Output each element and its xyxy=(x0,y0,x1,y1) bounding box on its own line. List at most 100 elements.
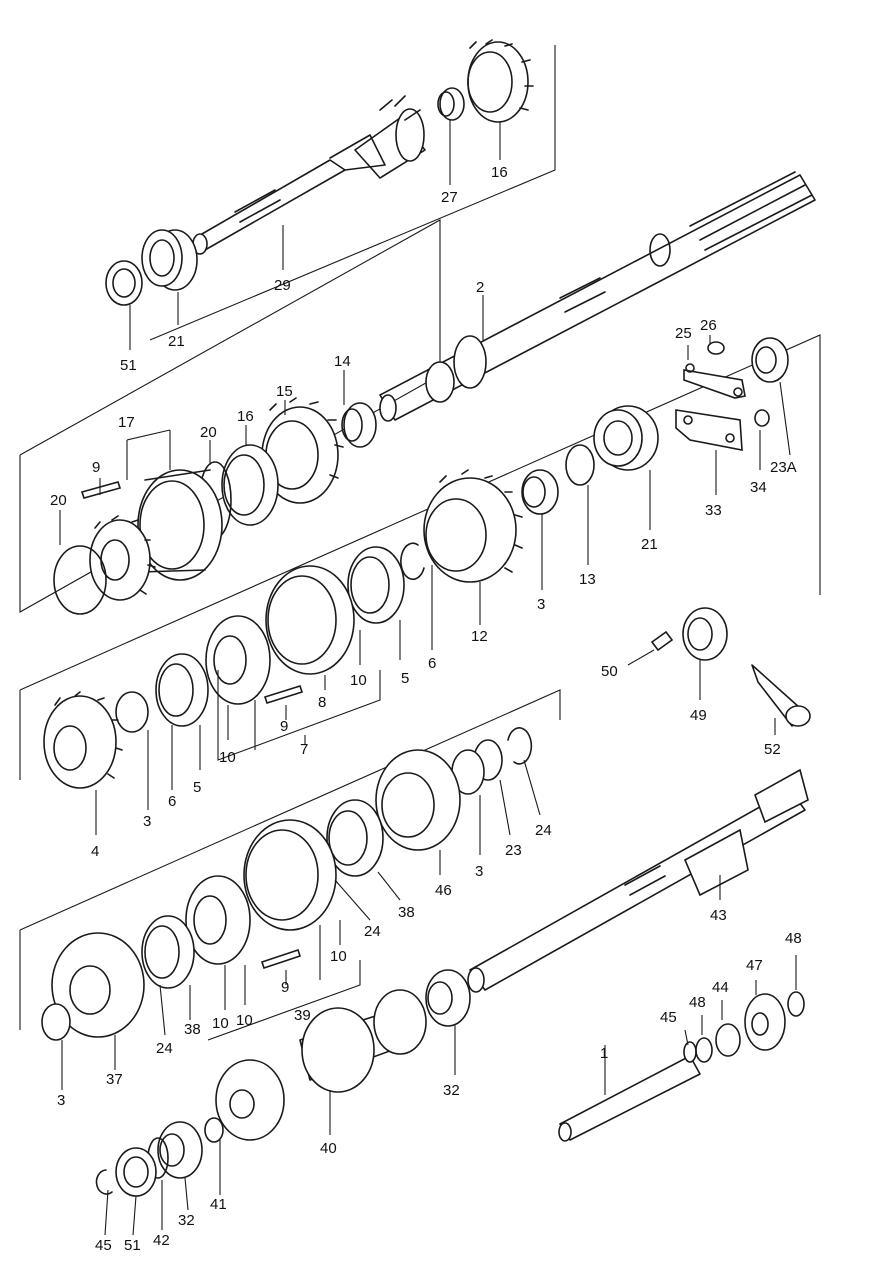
label-part-33: 33 xyxy=(705,502,722,519)
part-gear-47 xyxy=(744,993,786,1051)
part-pinion-52 xyxy=(751,664,811,727)
part-plate-33 xyxy=(675,409,743,451)
part-sleeve-39 xyxy=(243,819,337,931)
part-input-shaft-29 xyxy=(192,95,426,255)
label-part-9-lower: 9 xyxy=(281,979,289,996)
part-spring-34 xyxy=(754,409,770,427)
label-part-42: 42 xyxy=(153,1232,170,1249)
part-needle-3-middle xyxy=(115,691,149,733)
part-washer-48-left xyxy=(695,1037,713,1063)
label-part-47: 47 xyxy=(746,957,763,974)
label-part-44: 44 xyxy=(712,979,729,996)
part-sleeve-17 xyxy=(137,469,223,581)
part-needle-27 xyxy=(437,87,465,121)
label-part-3-bottom: 3 xyxy=(57,1092,65,1109)
part-needle-3-bottom xyxy=(41,1003,71,1041)
label-part-6-upper: 6 xyxy=(428,655,436,672)
label-part-14: 14 xyxy=(334,353,351,370)
label-part-25: 25 xyxy=(675,325,692,342)
label-part-24-middle: 24 xyxy=(364,923,381,940)
part-shaft-1 xyxy=(558,1055,701,1142)
label-part-2: 2 xyxy=(476,279,484,296)
label-part-7: 7 xyxy=(300,741,308,758)
label-part-23A: 23A xyxy=(770,459,797,476)
label-part-39: 39 xyxy=(294,1007,311,1024)
frame-lower xyxy=(19,689,561,931)
label-part-3-middle: 3 xyxy=(143,813,151,830)
part-sync-ring-38-right xyxy=(326,799,384,877)
label-part-10-lower-left: 10 xyxy=(236,1012,253,1029)
part-mainshaft-2 xyxy=(379,171,816,422)
part-layshaft-43 xyxy=(467,768,809,993)
label-part-37: 37 xyxy=(106,1071,123,1088)
label-part-45: 45 xyxy=(660,1009,677,1026)
label-part-41: 41 xyxy=(210,1196,227,1213)
label-part-52: 52 xyxy=(764,741,781,758)
label-part-24-right: 24 xyxy=(535,822,552,839)
part-sync-ring-16-top xyxy=(467,39,534,123)
part-key-9-lower xyxy=(260,948,302,970)
label-part-45-lower: 45 xyxy=(95,1237,112,1254)
part-needle-14 xyxy=(341,402,377,448)
label-part-26: 26 xyxy=(700,317,717,334)
part-gear-4 xyxy=(43,691,123,789)
label-part-40: 40 xyxy=(320,1140,337,1157)
part-bolt-26 xyxy=(707,341,725,355)
label-part-6-middle: 6 xyxy=(168,793,176,810)
part-shim-51-lower xyxy=(115,1147,157,1197)
part-bearing-21-top xyxy=(141,229,198,291)
label-part-15: 15 xyxy=(276,383,293,400)
label-part-46: 46 xyxy=(435,882,452,899)
label-part-3-lower: 3 xyxy=(475,863,483,880)
label-part-9-middle: 9 xyxy=(280,718,288,735)
part-labels: 2 29 21 51 27 16 14 15 16 20 17 9 20 25 … xyxy=(50,164,802,1254)
label-part-5-left: 5 xyxy=(193,779,201,796)
part-sync-ring-5-left xyxy=(155,653,209,727)
label-part-24-left: 24 xyxy=(156,1040,173,1057)
label-part-50: 50 xyxy=(601,663,618,680)
label-part-38-left: 38 xyxy=(184,1021,201,1038)
label-part-8: 8 xyxy=(318,694,326,711)
part-key-9-middle xyxy=(263,685,304,704)
part-sync-ring-5-right xyxy=(347,546,405,624)
label-part-51-lower: 51 xyxy=(124,1237,141,1254)
label-part-48-right: 48 xyxy=(785,930,802,947)
label-part-21-top: 21 xyxy=(168,333,185,350)
label-part-29: 29 xyxy=(274,277,291,294)
part-bush-44 xyxy=(715,1023,741,1057)
label-part-32-lower: 32 xyxy=(178,1212,195,1229)
label-part-9-upper: 9 xyxy=(92,459,100,476)
part-seal-23A xyxy=(751,337,789,383)
label-part-4: 4 xyxy=(91,843,99,860)
label-part-43: 43 xyxy=(710,907,727,924)
label-part-10-middle-left: 10 xyxy=(219,749,236,766)
part-gear-12 xyxy=(423,469,523,583)
label-part-34: 34 xyxy=(750,479,767,496)
part-hub-middle xyxy=(205,615,271,705)
label-part-20-upper: 20 xyxy=(200,424,217,441)
part-circlip-24-right xyxy=(507,727,533,765)
label-part-13: 13 xyxy=(579,571,596,588)
part-seal-49 xyxy=(682,607,728,661)
part-plate-25 xyxy=(683,363,746,399)
label-part-23: 23 xyxy=(505,842,522,859)
label-part-16: 16 xyxy=(237,408,254,425)
label-part-49: 49 xyxy=(690,707,707,724)
part-shim-51-top xyxy=(105,260,143,306)
frame-middle-right xyxy=(19,334,821,691)
part-gear-37 xyxy=(51,932,145,1038)
part-circlip-6-upper xyxy=(400,542,425,581)
label-part-1: 1 xyxy=(600,1045,608,1062)
part-key-9-upper xyxy=(80,481,122,499)
label-part-27: 27 xyxy=(441,189,458,206)
part-bearing-32-lower xyxy=(157,1121,203,1179)
part-bearing-32-upper xyxy=(425,969,471,1027)
part-shim-13 xyxy=(565,444,595,486)
part-needle-3-upper xyxy=(521,469,559,515)
part-washer-48-right xyxy=(787,991,805,1017)
part-circlip-20-left xyxy=(53,545,107,615)
label-part-38-right: 38 xyxy=(398,904,415,921)
part-sleeve-8 xyxy=(265,565,355,675)
